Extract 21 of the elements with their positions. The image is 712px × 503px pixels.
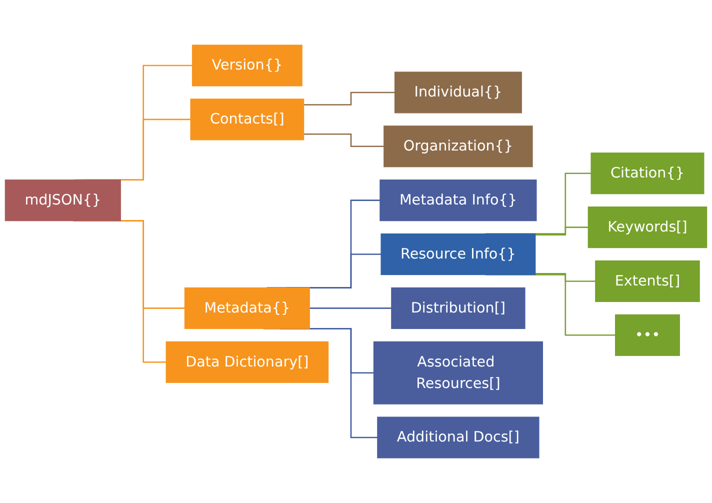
node-box: Distribution[] [391,287,526,329]
node-box: Version{} [192,44,302,86]
node-box: Resource Info{} [380,233,536,276]
node-box: Data Dictionary[] [166,341,329,383]
node-box: Metadata Info{} [380,180,537,222]
connector [304,133,385,148]
node-box: Organization{} [384,126,533,168]
connector [310,308,392,309]
node-box: Additional Docs[] [377,416,540,458]
connector [304,92,396,106]
connector [535,226,589,236]
node-box: ••• [615,314,680,356]
node-box: Contacts[] [190,98,304,140]
node-box: mdJSON{} [4,180,121,222]
node-box: Associated Resources[] [373,341,543,404]
node-box: Individual{} [394,72,522,114]
node-box: Citation{} [590,152,704,194]
connector [535,273,596,282]
node-box: Extents[] [595,260,700,302]
node-box: Metadata{} [184,287,310,329]
node-box: Keywords[] [588,206,708,248]
